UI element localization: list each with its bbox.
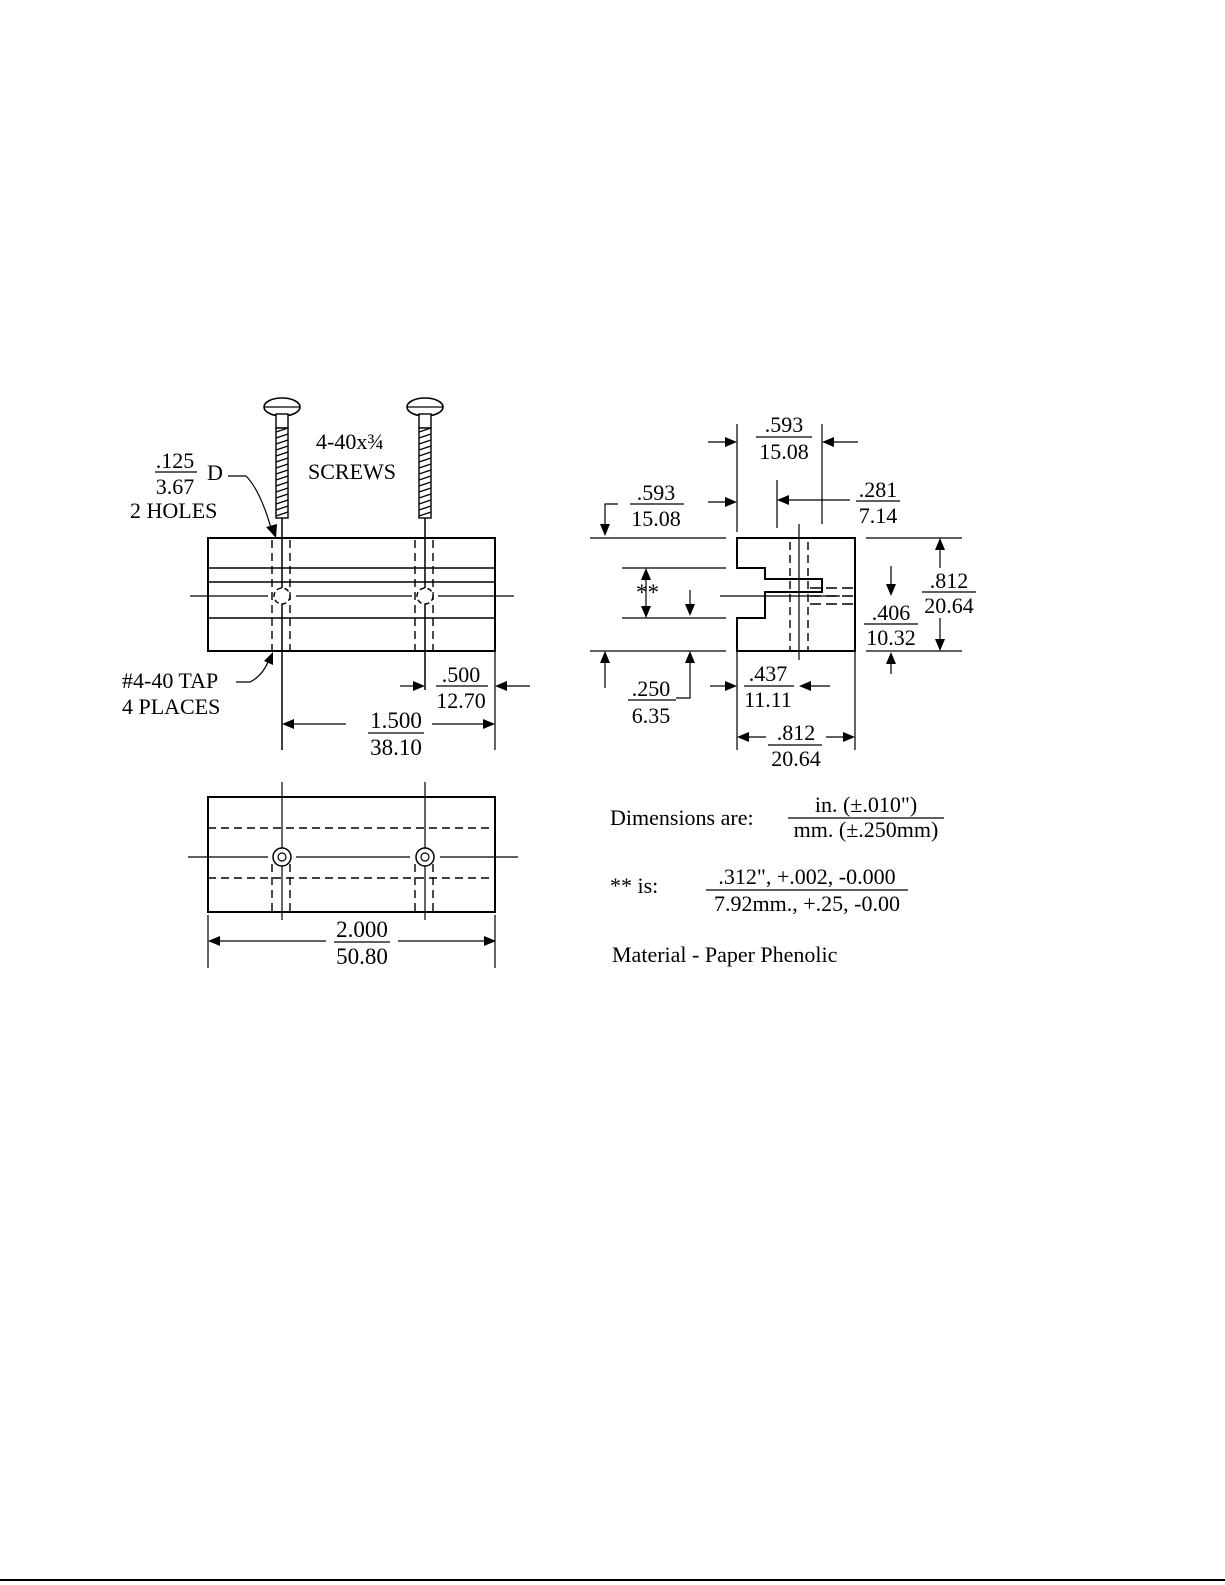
side-profile	[737, 538, 855, 651]
hole-d-label: D	[207, 460, 223, 485]
dim-593-top-in: .593	[765, 412, 804, 437]
hole-dim-in: .125	[156, 448, 195, 473]
dim-500-in: .500	[442, 662, 481, 687]
dim-1500-in: 1.500	[370, 708, 422, 733]
hole-count-label: 2 HOLES	[130, 498, 217, 523]
star-dim-label: **	[636, 580, 659, 605]
side-view: .593 15.08 .593 15.08 .281 7.14 ** .250 …	[590, 412, 976, 771]
tap-hole-icon	[417, 588, 433, 604]
star-note-den: 7.92mm., +.25, -0.00	[714, 891, 900, 916]
hole-dim-mm: 3.67	[156, 474, 195, 499]
material-note: Material - Paper Phenolic	[612, 942, 838, 967]
top-view: 2.000 50.80	[188, 782, 518, 969]
dim-812-right-mm: 20.64	[924, 593, 974, 618]
tap-callout: #4-40 TAP	[122, 668, 218, 693]
dim-1500-mm: 38.10	[370, 735, 422, 760]
dim-500-mm: 12.70	[436, 688, 486, 713]
dim-593-top-mm: 15.08	[759, 439, 809, 464]
screw-left-icon	[264, 398, 300, 518]
screw-callout-2: SCREWS	[308, 459, 396, 484]
dims-note-den: mm. (±.250mm)	[794, 817, 939, 842]
dim-2000-in: 2.000	[336, 917, 388, 942]
star-note-num: .312", +.002, -0.000	[718, 864, 895, 889]
dim-437-mm: 11.11	[744, 687, 792, 712]
front-view: .125 3.67 D 2 HOLES 4-40x¾ SCREWS #4-40 …	[122, 398, 530, 760]
dim-406-in: .406	[872, 600, 911, 625]
dims-note-label: Dimensions are:	[610, 805, 754, 830]
dim-437-in: .437	[749, 661, 788, 686]
star-note-label: ** is:	[610, 873, 658, 898]
notes: Dimensions are: in. (±.010") mm. (±.250m…	[610, 792, 944, 967]
tap-callout-2: 4 PLACES	[122, 694, 220, 719]
front-block	[208, 538, 495, 651]
screw-right-icon	[407, 398, 443, 518]
tap-hole-icon	[274, 588, 290, 604]
dims-note-num: in. (±.010")	[815, 792, 917, 817]
dim-281-mm: 7.14	[859, 503, 898, 528]
dim-406-mm: 10.32	[866, 625, 916, 650]
dim-2000-mm: 50.80	[336, 944, 388, 969]
screw-callout: 4-40x¾	[316, 429, 384, 454]
dim-250-mm: 6.35	[632, 703, 671, 728]
dim-812-bottom-mm: 20.64	[771, 746, 821, 771]
dim-250-in: .250	[632, 676, 671, 701]
dim-812-bottom-in: .812	[777, 720, 816, 745]
dim-281-in: .281	[859, 477, 898, 502]
dim-812-right-in: .812	[930, 568, 969, 593]
top-block	[208, 797, 495, 912]
dim-593-left-mm: 15.08	[631, 506, 681, 531]
dim-593-left-in: .593	[637, 480, 676, 505]
